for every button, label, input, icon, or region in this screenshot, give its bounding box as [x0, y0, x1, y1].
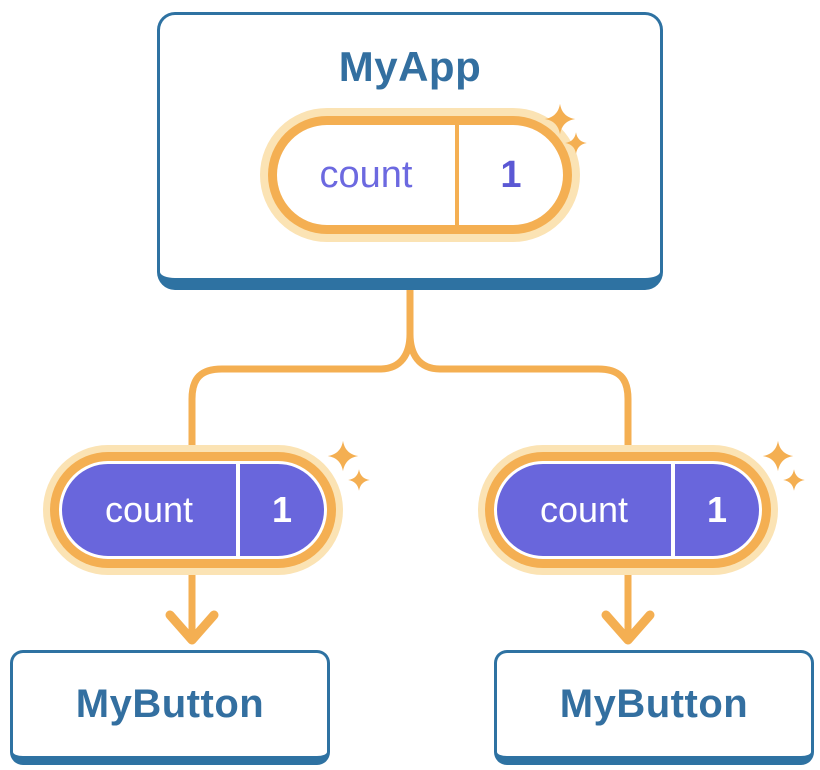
state-name-label: count [539, 489, 629, 530]
state-name-label: count [104, 489, 194, 530]
sparkle-small-icon [348, 469, 370, 491]
sparkle-large-icon [544, 103, 576, 135]
state-value-label: 1 [271, 489, 293, 530]
root-component-title: MyApp [338, 43, 482, 90]
right-child-component-card: MyButton [494, 650, 814, 765]
sparkle-small-icon [565, 132, 587, 154]
pill-ring: count 1 [485, 452, 771, 568]
pill-divider [455, 125, 459, 225]
state-value-label: 1 [706, 489, 728, 530]
left-child-component-card: MyButton [10, 650, 330, 765]
state-name-label: count [319, 153, 413, 196]
arrow-down-icon [601, 610, 655, 645]
right-child-state-pill: count 1 [478, 440, 805, 575]
connector-root-to-right [406, 288, 632, 505]
pill-glow: count 1 [260, 108, 580, 242]
root-state-pill: count 1 [260, 103, 587, 242]
pill-ring: count 1 [268, 116, 572, 234]
pill-glow: count 1 [478, 445, 778, 575]
arrow-down-icon [165, 610, 219, 645]
pill-body: count 1 [494, 461, 762, 559]
pill-body: count 1 [59, 461, 327, 559]
right-child-component-title: MyButton [559, 682, 749, 726]
pill-divider [671, 464, 675, 556]
pill-glow: count 1 [43, 445, 343, 575]
sparkle-large-icon [327, 440, 359, 472]
pill-divider [236, 464, 240, 556]
state-value-label: 1 [500, 153, 522, 196]
pill-ring: count 1 [50, 452, 336, 568]
left-child-component-title: MyButton [75, 682, 265, 726]
root-component-card: MyApp count 1 [157, 12, 663, 290]
sparkle-large-icon [762, 440, 794, 472]
sparkle-small-icon [783, 469, 805, 491]
pill-body: count 1 [277, 125, 563, 225]
left-child-state-pill: count 1 [43, 440, 370, 575]
